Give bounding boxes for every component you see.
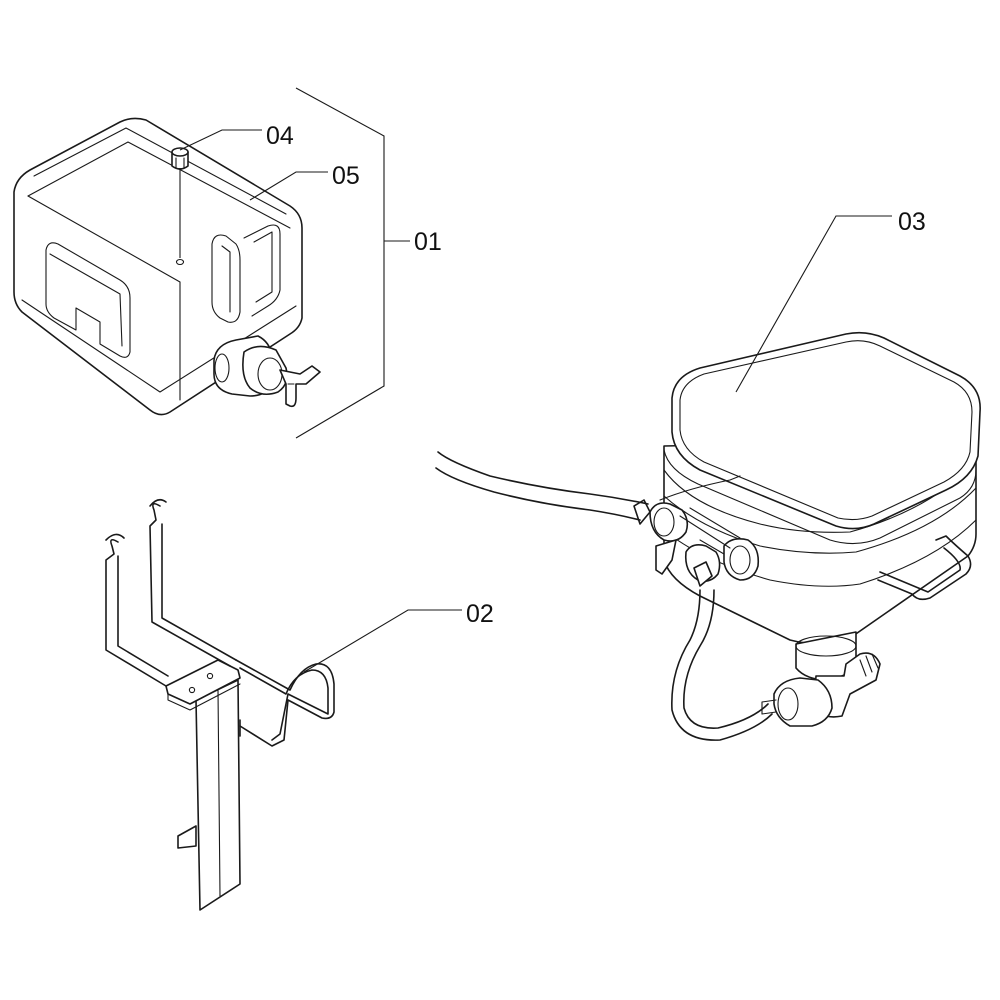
leader-05 [249, 171, 328, 201]
vent-plug [171, 147, 189, 266]
callout-03: 03 [898, 208, 926, 236]
leader-03 [735, 215, 892, 393]
wire-holder [105, 498, 335, 911]
leader-02 [303, 609, 462, 673]
tank-tap [213, 335, 321, 408]
water-tank [13, 117, 321, 416]
leader-04 [179, 129, 262, 151]
pump-unit [435, 331, 981, 741]
callout-02: 02 [466, 600, 494, 628]
callout-01: 01 [414, 228, 442, 256]
callout-04: 04 [266, 122, 294, 150]
callout-05: 05 [332, 162, 360, 190]
assembly-01-bracket [295, 87, 410, 439]
